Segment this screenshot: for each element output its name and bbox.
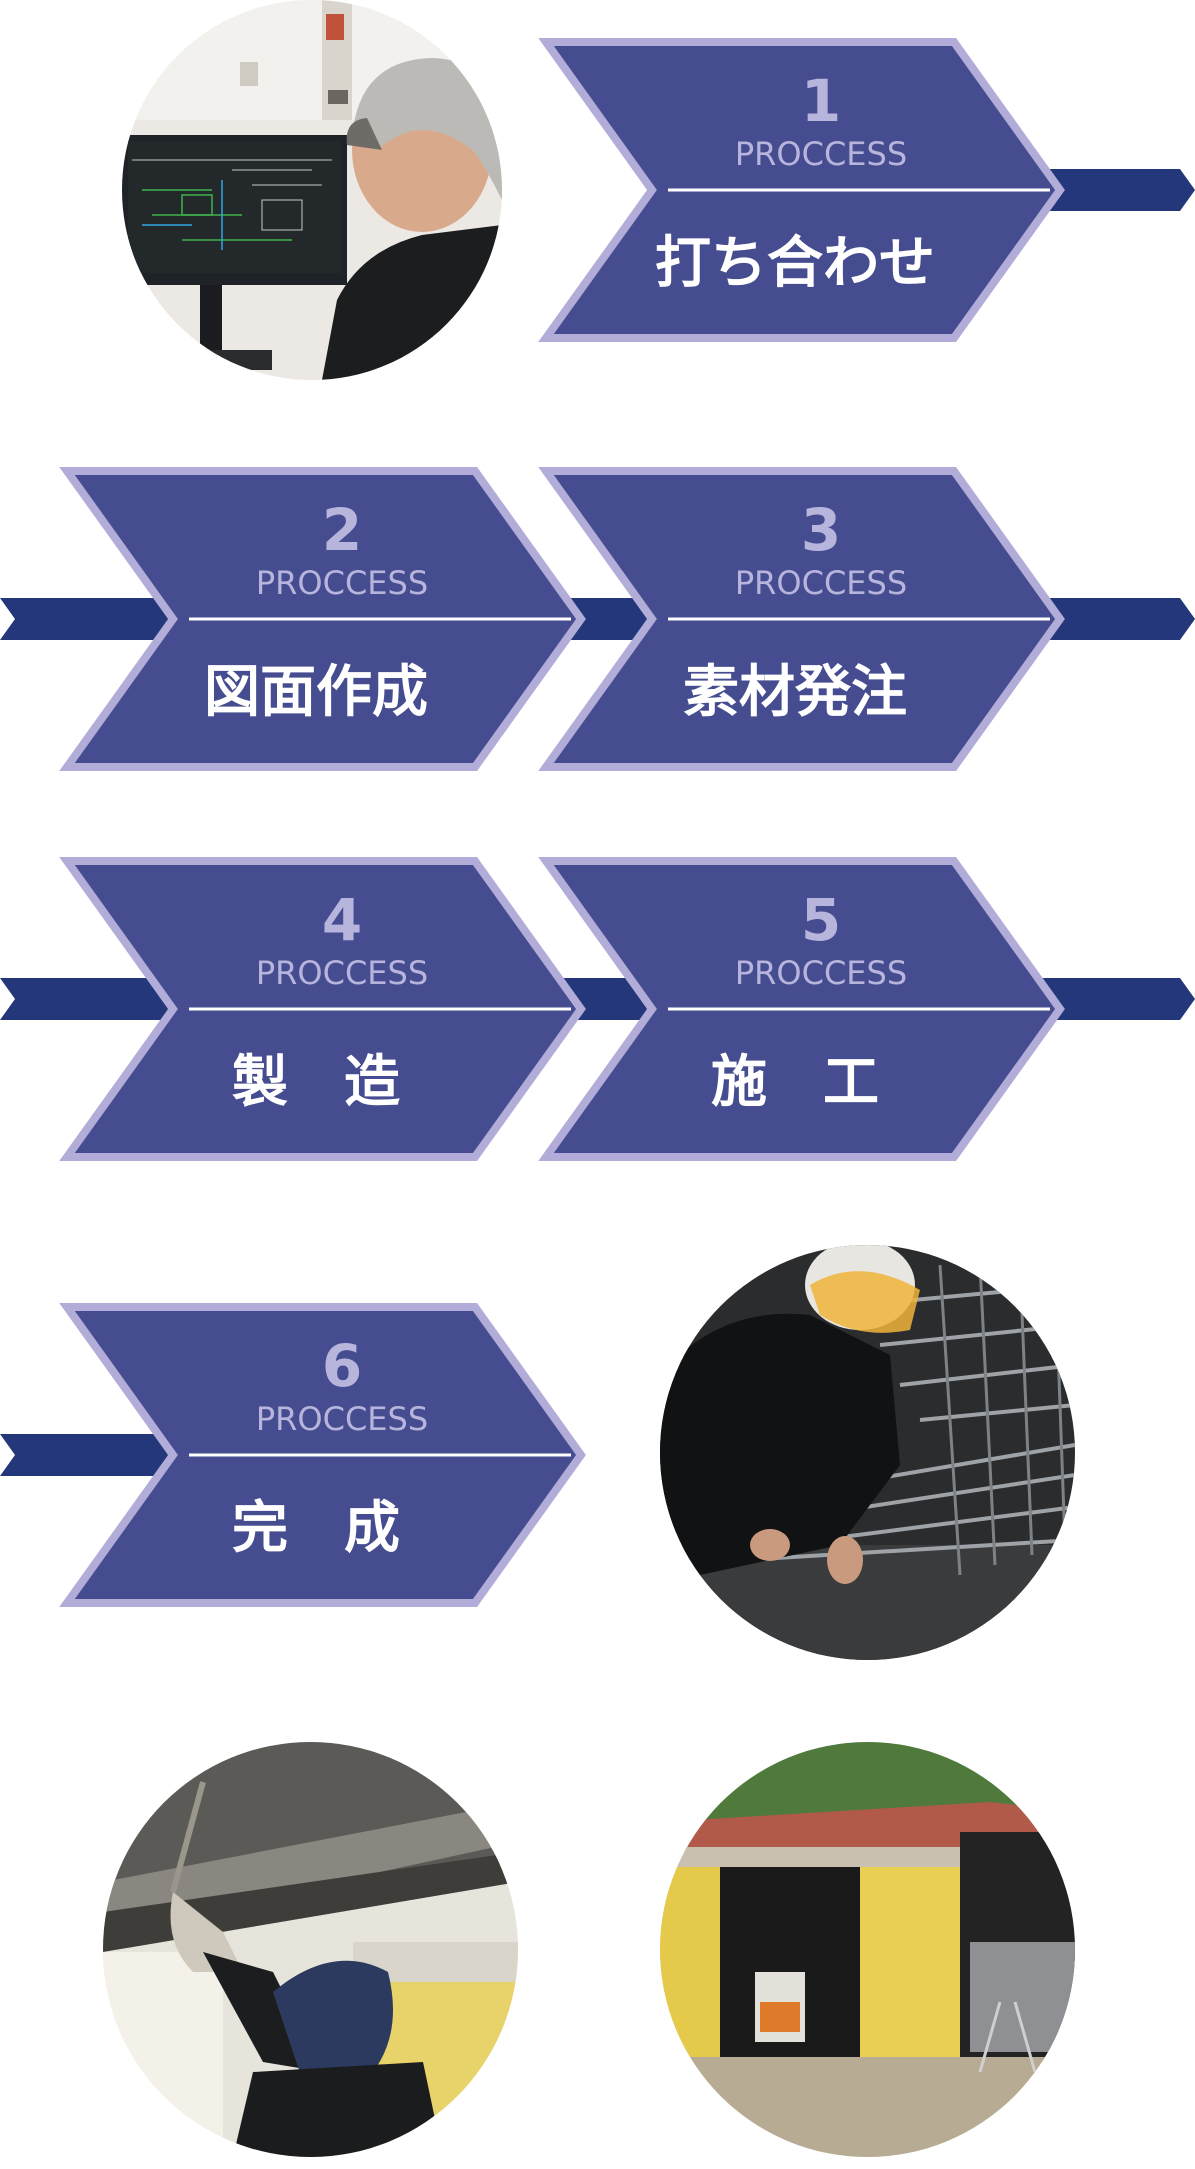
flow-connector-row-4 [0,1434,180,1476]
step-title: 図面作成 [204,660,428,725]
process-step-4: 4 PROCCESS 製 造 [59,857,589,1161]
process-step-6: 6 PROCCESS 完 成 [59,1303,589,1607]
chevron-shape [538,38,1065,342]
step-label: PROCCESS [255,1400,429,1438]
step-title: 施 工 [711,1050,879,1115]
step-title: 完 成 [232,1496,400,1561]
chevron-shape [59,857,586,1161]
chevron-shape [538,857,1065,1161]
photo-completion [660,1742,1075,2157]
process-step-5: 5 PROCCESS 施 工 [538,857,1068,1161]
photo-installation [103,1742,518,2157]
step-label: PROCCESS [255,564,429,602]
step-number: 2 [321,496,363,564]
step-label: PROCCESS [734,135,908,173]
step-title: 素材発注 [683,660,907,725]
step-label: PROCCESS [734,564,908,602]
process-step-2: 2 PROCCESS 図面作成 [59,467,589,771]
step-label: PROCCESS [255,954,429,992]
step-number: 1 [800,67,842,135]
chevron-shape [59,1303,586,1607]
chevron-shape [59,467,586,771]
process-step-3: 3 PROCCESS 素材発注 [538,467,1068,771]
step-number: 4 [321,886,363,954]
step-number: 3 [800,496,842,564]
photo-meeting-drafting [122,0,502,380]
step-title: 打ち合わせ [655,231,935,296]
step-number: 5 [800,886,842,954]
step-title: 製 造 [232,1050,400,1115]
step-number: 6 [321,1332,363,1400]
step-label: PROCCESS [734,954,908,992]
flow-connector-row-1 [1040,169,1195,211]
chevron-shape [538,467,1065,771]
photo-manufacturing [660,1245,1075,1660]
process-step-1: 1 PROCCESS 打ち合わせ [538,38,1068,342]
